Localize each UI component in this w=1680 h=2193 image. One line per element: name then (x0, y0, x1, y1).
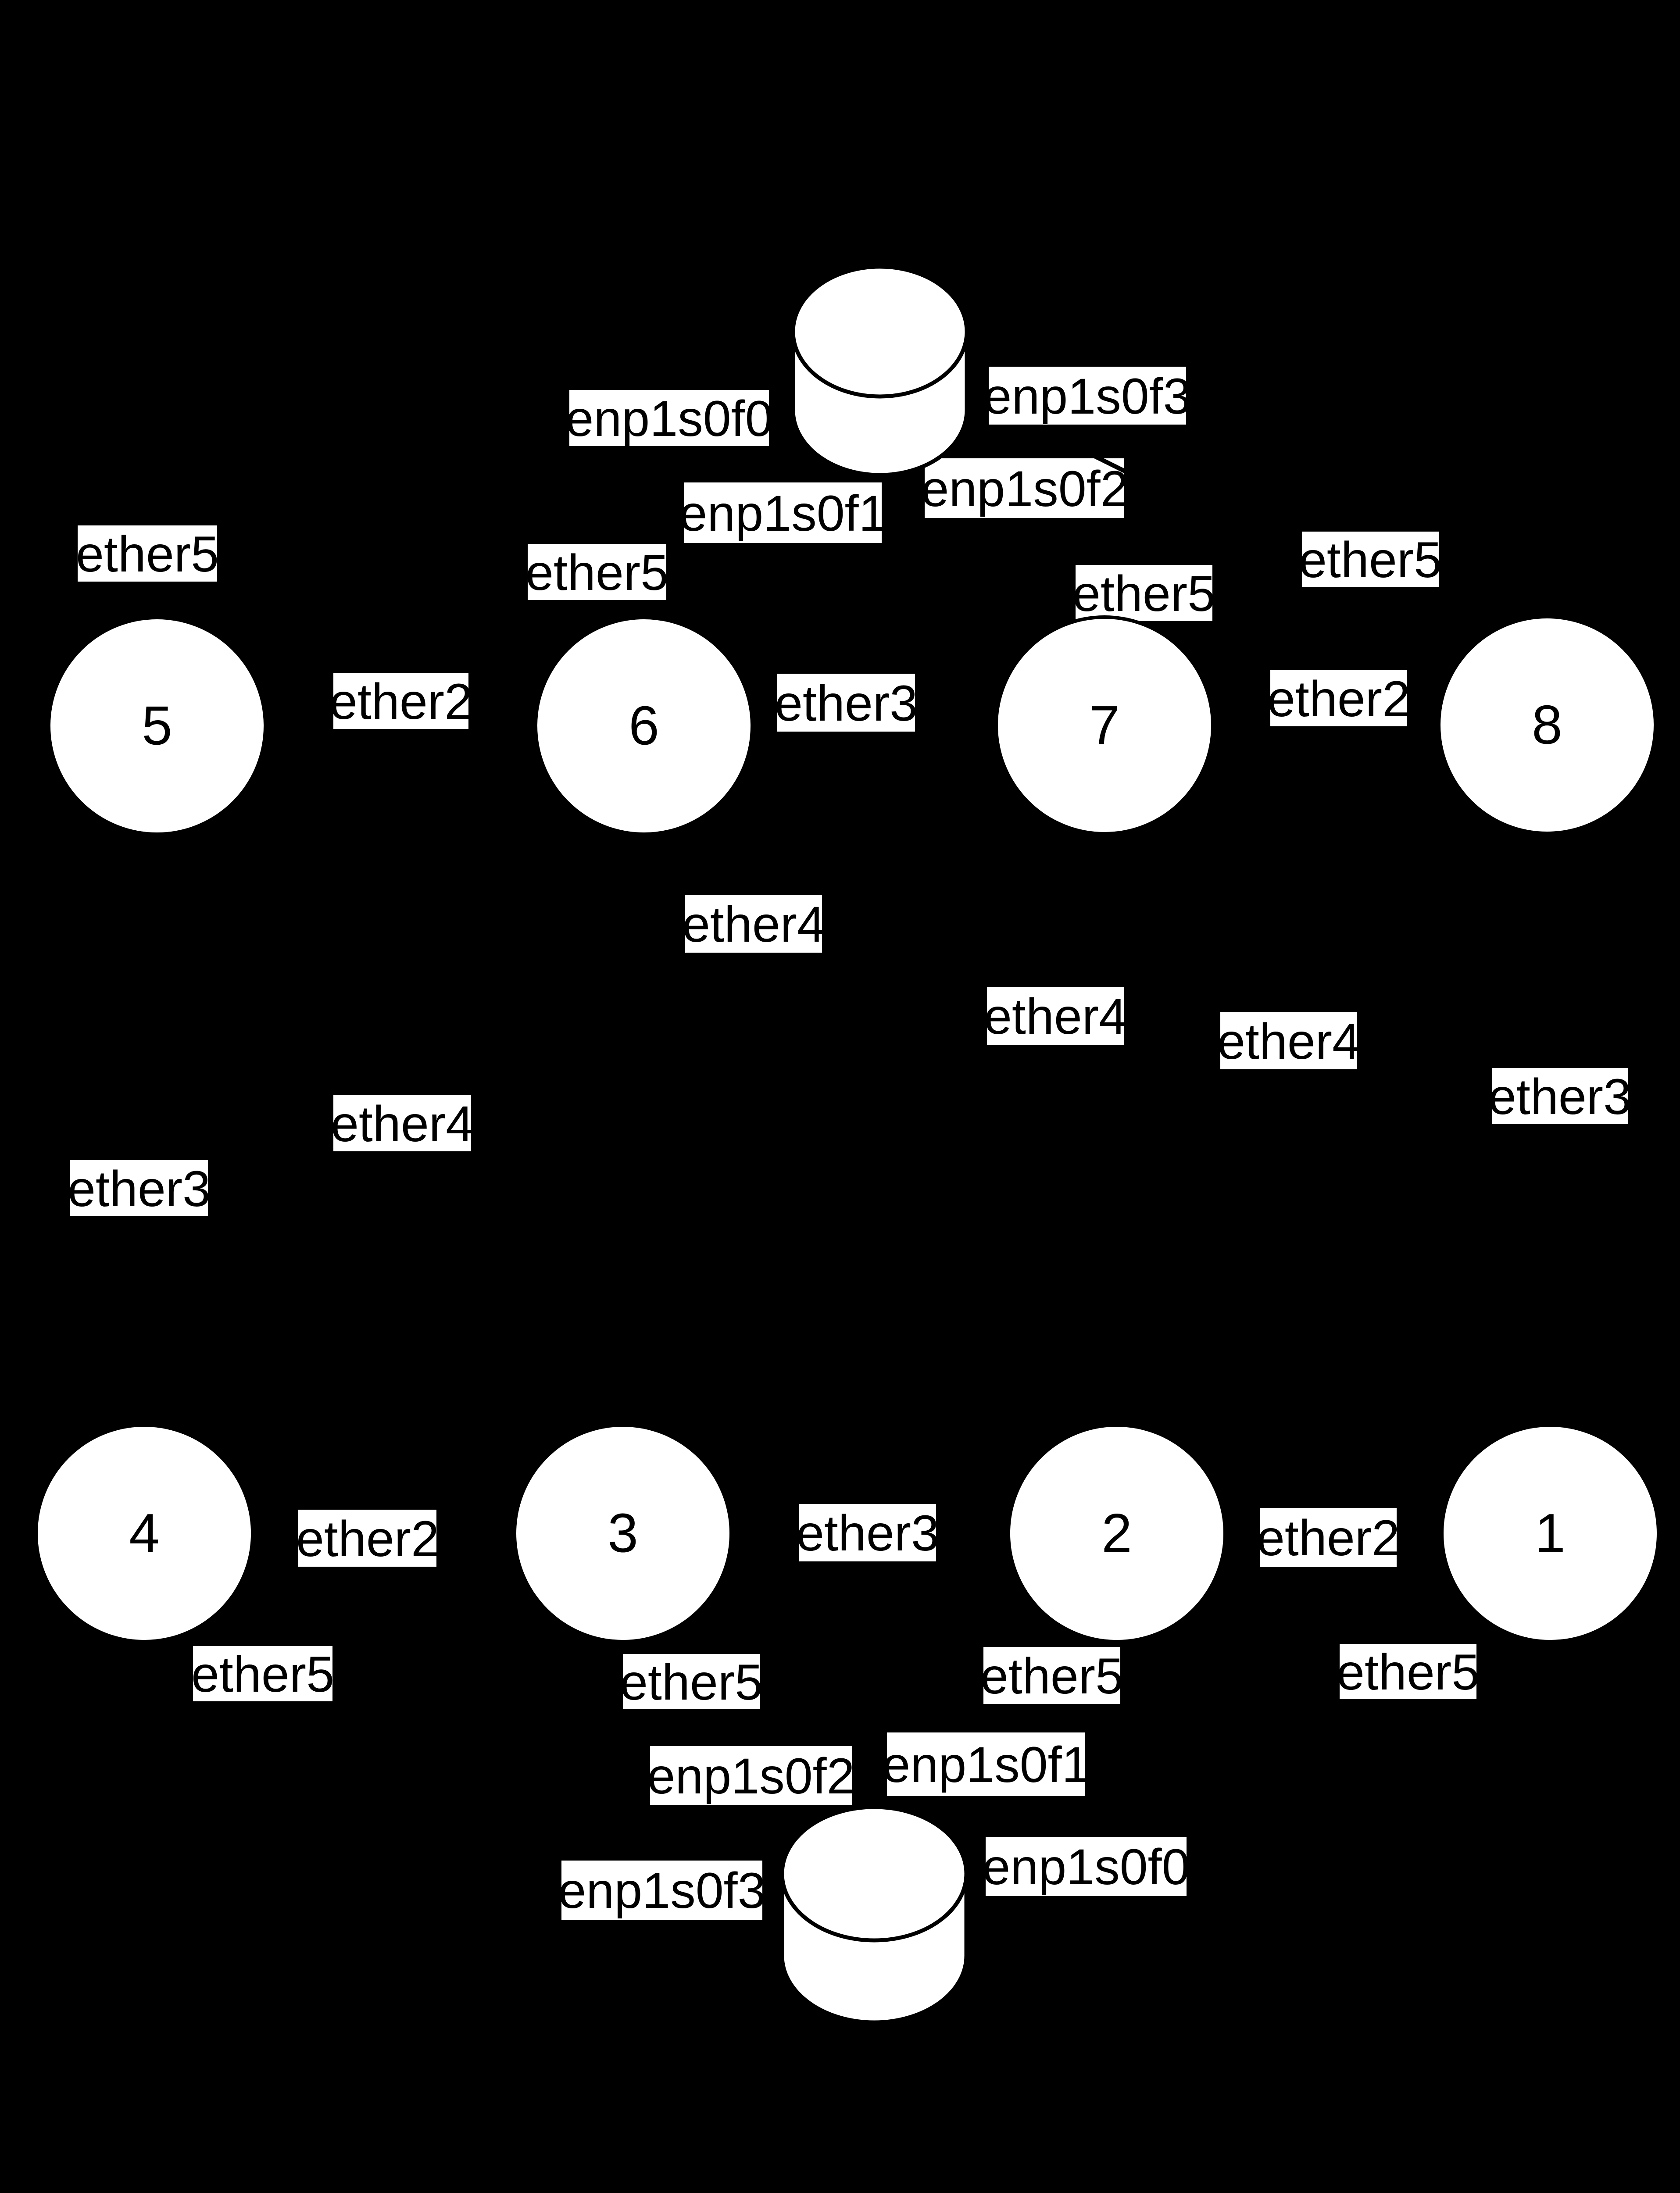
edge-label-bg (298, 1510, 436, 1567)
edge-label-text: ether3 (775, 675, 918, 732)
node-5-number: 5 (142, 696, 172, 757)
edge-label-bg (78, 525, 217, 582)
edge-label-bg (983, 1647, 1120, 1704)
node-layer (34, 615, 1660, 1643)
node-8-circle (1437, 615, 1657, 835)
edge-label-bg (1076, 565, 1212, 621)
edge-label-bg (561, 1861, 762, 1920)
edge-label-text: ether2 (1257, 1510, 1400, 1566)
edge-label-bg (799, 1504, 936, 1561)
edge-label-text: ether2 (1267, 671, 1410, 727)
node-2-number: 2 (1101, 1503, 1132, 1564)
edge-label-text: ether5 (1337, 1644, 1480, 1700)
edge-label-bg (1340, 1644, 1476, 1699)
edge-label-bg (1492, 1068, 1628, 1124)
edge-label-text: ether5 (525, 545, 668, 601)
edge-label-text: ether5 (191, 1647, 334, 1703)
node-2-circle (1007, 1423, 1227, 1643)
edge-label-bg (569, 390, 769, 446)
edge-label-bg (333, 673, 468, 729)
edge-label-bg (333, 1095, 471, 1151)
edge-label-text: enp1s0f0 (982, 1839, 1190, 1895)
edge-label-text: ether5 (620, 1654, 763, 1711)
edge-label-text: ether5 (980, 1648, 1123, 1704)
edge-label-text: enp1s0f1 (679, 486, 886, 542)
edge-label-bg (989, 367, 1186, 425)
edge-label-bg (70, 1160, 208, 1216)
cylinder-bottom-cap (780, 1805, 969, 1943)
edge-label-text: ether2 (296, 1511, 439, 1567)
edge-label-text: ether4 (984, 989, 1127, 1045)
edge-label-text: ether5 (1072, 566, 1215, 622)
edge-label-text: enp1s0f2 (647, 1748, 854, 1804)
edge-label-text: enp1s0f2 (921, 461, 1128, 517)
edge-label-bg (650, 1746, 852, 1805)
edge-label-bg (925, 458, 1124, 518)
edge-label-text: ether4 (682, 896, 825, 953)
cylinder-top-cap (791, 264, 969, 399)
edge-label-text: ether3 (1488, 1069, 1631, 1125)
edge-label-text-layer: enp1s0f0 enp1s0f3 enp1s0f1 enp1s0f2 ethe… (68, 368, 1631, 1919)
edge-label-bg (887, 1732, 1085, 1796)
edge-label-bg (193, 1646, 332, 1701)
node-5-circle (47, 616, 267, 836)
edge-label-text: ether3 (68, 1161, 211, 1217)
edge-label-bg (1260, 1508, 1397, 1567)
edge-label-bg (623, 1654, 760, 1709)
edge-label-bg (1302, 532, 1439, 587)
node-3-number: 3 (608, 1503, 638, 1564)
node-7-circle (994, 615, 1215, 836)
edge-line-segment (1076, 445, 1142, 481)
cylinder-top (791, 264, 969, 477)
edge-label-bg (685, 895, 822, 953)
edge-label-text: enp1s0f0 (565, 391, 773, 447)
node-1-number: 1 (1535, 1503, 1566, 1564)
edge-label-bg (777, 674, 915, 732)
edge-label-text: ether4 (331, 1096, 474, 1152)
node-8-number: 8 (1532, 695, 1562, 756)
node-number-layer: 5 6 7 8 4 3 2 1 (129, 695, 1566, 1564)
cylinder-bottom (780, 1805, 969, 2025)
edge-label-bg (986, 1837, 1187, 1896)
edge-label-text: ether5 (1299, 532, 1442, 588)
node-3-circle (513, 1423, 733, 1643)
node-1-circle (1440, 1423, 1660, 1643)
node-4-circle (34, 1423, 254, 1643)
edge-label-bg (1270, 670, 1407, 726)
edge-label-text: enp1s0f1 (882, 1737, 1090, 1793)
edge-label-text: enp1s0f3 (983, 368, 1191, 425)
edge-label-text: ether5 (76, 526, 219, 582)
node-4-number: 4 (129, 1503, 160, 1564)
edge-label-text: ether3 (796, 1505, 939, 1561)
edge-label-text: enp1s0f3 (558, 1863, 765, 1919)
edge-label-bg (1220, 1012, 1357, 1069)
edge-label-text: ether2 (329, 674, 472, 730)
node-7-number: 7 (1089, 695, 1120, 756)
node-6-circle (534, 616, 754, 836)
edge-label-text: ether4 (1217, 1014, 1360, 1070)
edge-label-bg (528, 544, 666, 600)
edge-label-bg (987, 987, 1124, 1045)
edge-label-bg (684, 482, 882, 543)
node-6-number: 6 (629, 696, 659, 757)
edge-label-layer (70, 367, 1628, 1920)
